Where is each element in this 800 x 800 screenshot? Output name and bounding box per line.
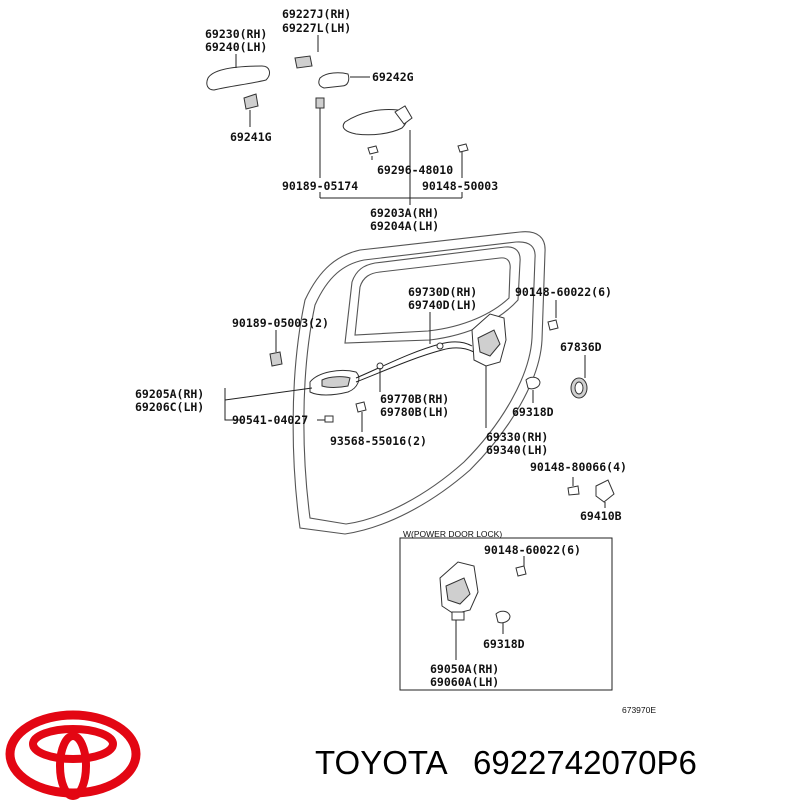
outside-handle-parts — [206, 55, 469, 155]
label-69318D: 69318D — [512, 405, 554, 419]
label-69730D: 69730D(RH) — [408, 285, 477, 299]
figure-code: 673970E — [622, 705, 656, 715]
bolt-90148-80066 — [567, 485, 580, 496]
label-69770B: 69770B(RH) — [380, 392, 449, 406]
screw-69296 — [367, 145, 379, 155]
cover-69318D-inset — [495, 610, 511, 624]
label-90148-60022-inset: 90148-60022(6) — [484, 543, 581, 557]
label-69318D-inset: 69318D — [483, 637, 525, 651]
label-69330: 69330(RH) — [486, 430, 548, 444]
label-90148-80066: 90148-80066(4) — [530, 460, 627, 474]
label-69205A: 69205A(RH) — [135, 387, 204, 401]
label-69410B: 69410B — [580, 509, 622, 523]
gasket-69241G — [243, 93, 259, 110]
door-outline — [292, 231, 546, 535]
label-69780B: 69780B(LH) — [380, 405, 449, 419]
label-69050A: 69050A(RH) — [430, 662, 499, 676]
label-69740D: 69740D(LH) — [408, 298, 477, 312]
label-69204A: 69204A(LH) — [370, 219, 439, 233]
striker-69410B — [595, 479, 615, 503]
part-number: 6922742070P6 — [473, 744, 697, 781]
brand-name: TOYOTA — [315, 744, 448, 781]
label-93568-55016: 93568-55016(2) — [330, 434, 427, 448]
label-69241G: 69241G — [230, 130, 272, 144]
label-69206C: 69206C(LH) — [135, 400, 204, 414]
label-69340: 69340(LH) — [486, 443, 548, 457]
outside-handle-69230 — [206, 65, 270, 91]
inside-parts — [269, 313, 615, 503]
screw-90148-60022 — [547, 319, 559, 331]
label-69230: 69230(RH) — [205, 27, 267, 41]
clip-90189-05174 — [315, 97, 325, 109]
label-69227J: 69227J(RH) — [282, 7, 351, 21]
label-69242G: 69242G — [372, 70, 414, 84]
label-90189-05003: 90189-05003(2) — [232, 316, 329, 330]
label-69060A: 69060A(LH) — [430, 675, 499, 689]
leader-lines — [224, 35, 606, 508]
handle-cap-69227 — [294, 55, 313, 69]
label-69203A: 69203A(RH) — [370, 206, 439, 220]
screw-93568 — [355, 401, 367, 413]
label-90541-04027: 90541-04027 — [232, 413, 308, 427]
cushion-90541 — [324, 415, 334, 423]
label-69227L: 69227L(LH) — [282, 21, 351, 35]
label-90189-05174: 90189-05174 — [282, 179, 358, 193]
handle-frame-69203A — [342, 109, 408, 136]
cover-69318D — [525, 376, 541, 390]
label-67836D: 67836D — [560, 340, 602, 354]
label-90148-60022: 90148-60022(6) — [515, 285, 612, 299]
screw-90148-50003 — [457, 143, 469, 153]
part-labels: 69227J(RH) 69227L(LH) 69230(RH) 69240(LH… — [135, 7, 656, 715]
label-90148-50003: 90148-50003 — [422, 179, 498, 193]
power-door-lock-inset — [399, 537, 613, 691]
label-69240: 69240(LH) — [205, 40, 267, 54]
label-69296: 69296-48010 — [377, 163, 453, 177]
label-power-door-lock: W(POWER DOOR LOCK) — [403, 529, 502, 539]
pad-69242G — [318, 72, 350, 89]
clip-90189-05003 — [269, 351, 283, 367]
screw-90148-60022-inset — [515, 565, 527, 577]
toyota-logo-icon — [5, 710, 141, 800]
